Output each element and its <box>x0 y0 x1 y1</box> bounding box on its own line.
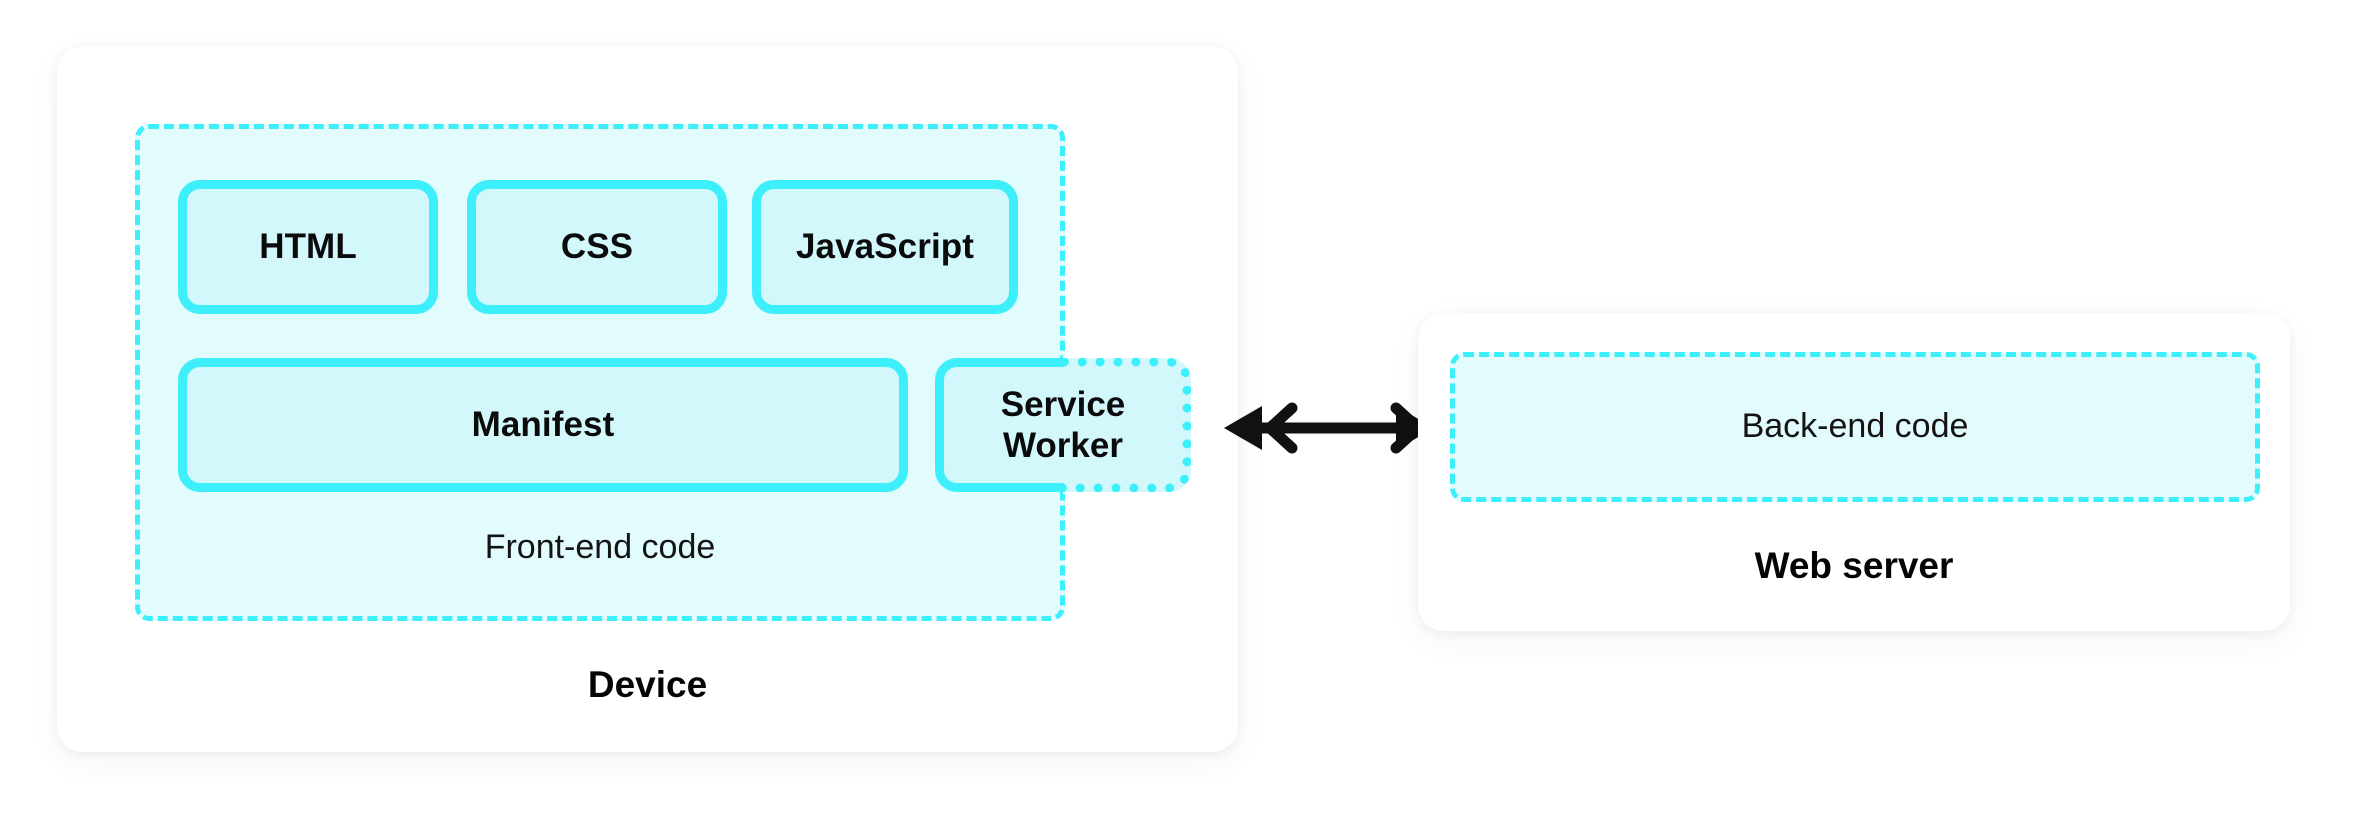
javascript-box-label: JavaScript <box>795 227 975 267</box>
html-box-label: HTML <box>259 227 357 267</box>
bidirectional-arrow-icon <box>1224 402 1434 454</box>
manifest-box: Manifest <box>178 358 908 492</box>
service-worker-label-line1: Service <box>1000 384 1126 424</box>
service-worker-dotted-border <box>1063 358 1191 492</box>
html-box: HTML <box>178 180 438 314</box>
backend-code-label: Back-end code <box>1741 407 1969 445</box>
service-worker-box-label: Service Worker <box>935 358 1191 492</box>
css-box: CSS <box>467 180 727 314</box>
javascript-box: JavaScript <box>752 180 1018 314</box>
backend-code-region <box>1450 352 2260 502</box>
service-worker-label-line2: Worker <box>1003 426 1123 465</box>
css-box-label: CSS <box>560 227 634 267</box>
frontend-code-label: Front-end code <box>484 528 716 566</box>
manifest-box-label: Manifest <box>471 405 615 445</box>
service-worker-box: Service Worker <box>935 356 1193 494</box>
service-worker-fill-right <box>1063 358 1191 492</box>
device-title: Device <box>587 664 708 705</box>
web-server-title: Web server <box>1754 545 1954 586</box>
